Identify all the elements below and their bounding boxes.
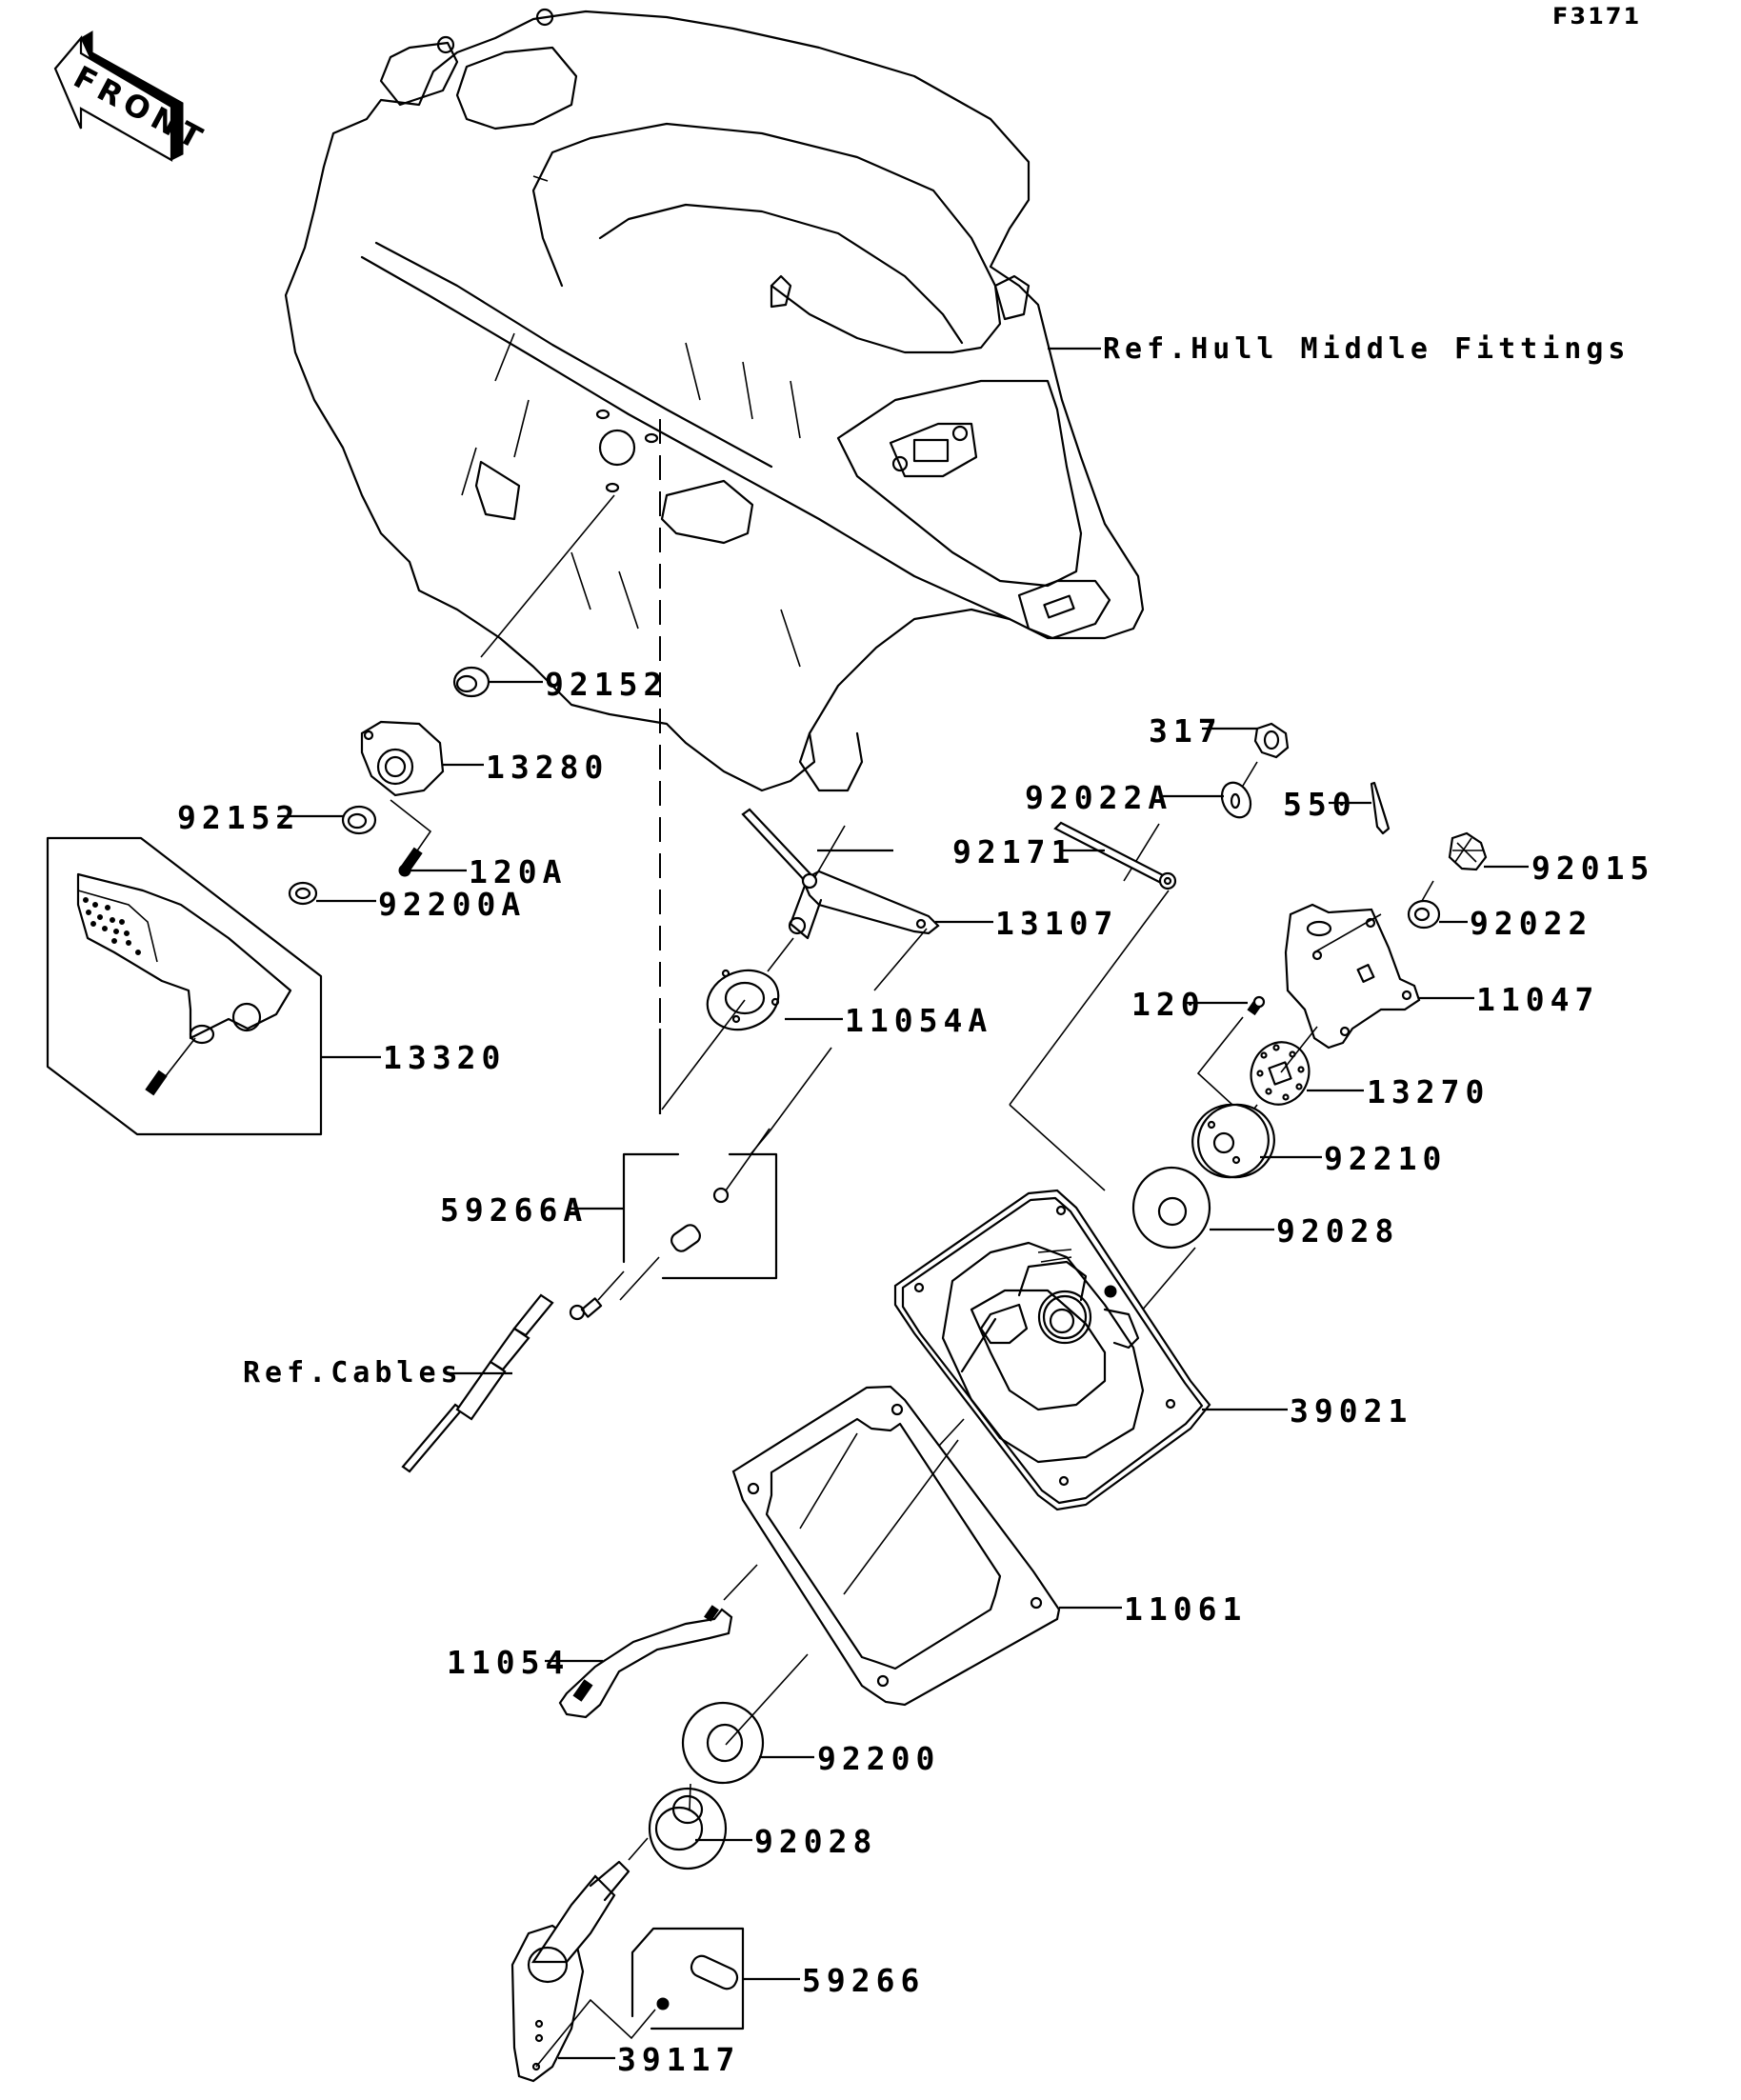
joint-59266: [630, 1927, 800, 2030]
ref-cables[interactable]: Ref.Cables: [243, 1356, 463, 1390]
grommet-92152-left: [277, 805, 377, 835]
seal-92210: [1191, 1103, 1322, 1179]
cable: [401, 1270, 625, 1473]
bolt-120A: [398, 847, 467, 877]
part-label-92015[interactable]: 92015: [1531, 850, 1655, 887]
cotter-pin-550: [1329, 781, 1391, 835]
bracket-11047: [1284, 903, 1474, 1050]
bushing-92028-lower: [648, 1783, 752, 1870]
part-label-92210[interactable]: 92210: [1324, 1140, 1448, 1177]
part-label-39117[interactable]: 39117: [617, 2041, 741, 2078]
part-label-39021[interactable]: 39021: [1290, 1392, 1413, 1430]
cover-13320: [46, 836, 381, 1136]
arm-39117: [510, 1837, 656, 2083]
washer-92022: [1407, 899, 1468, 930]
part-label-11047[interactable]: 11047: [1476, 981, 1600, 1018]
part-label-11054[interactable]: 11054: [447, 1644, 570, 1681]
part-label-120[interactable]: 120: [1131, 986, 1206, 1023]
part-label-92152-top[interactable]: 92152: [545, 666, 669, 703]
front-arrow-icon: FRONT: [53, 30, 213, 162]
part-label-92200[interactable]: 92200: [817, 1740, 941, 1777]
part-label-550[interactable]: 550: [1283, 786, 1357, 823]
part-label-92028-upper[interactable]: 92028: [1276, 1212, 1400, 1250]
part-label-92152-left[interactable]: 92152: [177, 799, 301, 836]
grommet-92152-top: [452, 494, 615, 698]
part-label-92200A[interactable]: 92200A: [378, 886, 527, 923]
gasket-11061: [731, 1385, 1122, 1707]
leader-92171-end: [1123, 823, 1160, 882]
part-label-92028-lower[interactable]: 92028: [754, 1823, 878, 1860]
ref-hull-middle-fittings[interactable]: Ref.Hull Middle Fittings: [1103, 332, 1631, 366]
holder-13280: [360, 720, 484, 860]
rod-92171: [741, 808, 893, 890]
lever-13107: [767, 870, 993, 972]
washer-92028-upper: [1113, 1166, 1274, 1344]
part-label-59266A[interactable]: 59266A: [440, 1191, 589, 1229]
part-label-13270[interactable]: 13270: [1367, 1073, 1491, 1110]
part-label-13320[interactable]: 13320: [383, 1039, 507, 1076]
figure-code: F3171: [1552, 3, 1642, 30]
housing-39021: [893, 1189, 1288, 1511]
hull-middle-fitting: [284, 8, 1145, 792]
washer-92200: [681, 1653, 814, 1785]
part-label-13280[interactable]: 13280: [486, 749, 610, 786]
castle-nut-92015: [1413, 831, 1529, 915]
lever-11054: [545, 1564, 758, 1719]
plate-13270: [1231, 1026, 1364, 1139]
plate-11054A: [661, 928, 928, 1155]
washer-92200A: [288, 881, 376, 906]
washer-92022A: [1159, 781, 1252, 819]
part-label-120A[interactable]: 120A: [469, 853, 568, 890]
nut-317: [1202, 722, 1290, 810]
part-label-11054A[interactable]: 11054A: [845, 1002, 993, 1039]
rod-92171-body: [1009, 821, 1177, 1191]
part-label-13107[interactable]: 13107: [995, 905, 1119, 942]
part-label-11061[interactable]: 11061: [1124, 1590, 1248, 1628]
part-label-59266[interactable]: 59266: [802, 1962, 926, 1999]
part-label-317[interactable]: 317: [1149, 712, 1223, 750]
joint-59266A: [568, 1128, 778, 1301]
part-label-92171[interactable]: 92171: [952, 833, 1076, 870]
part-label-92022[interactable]: 92022: [1470, 905, 1593, 942]
part-label-92022A[interactable]: 92022A: [1025, 779, 1173, 816]
